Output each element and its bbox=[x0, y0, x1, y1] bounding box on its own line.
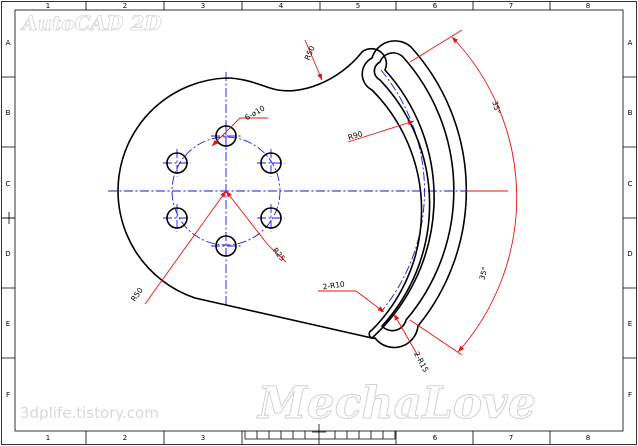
hole-bottom bbox=[215, 235, 237, 257]
row-label-left-a: A bbox=[6, 39, 11, 47]
hole-pattern-label: 6-⌀10 bbox=[243, 103, 266, 122]
hole-upper-left bbox=[166, 152, 188, 174]
col-label-top-4: 4 bbox=[279, 2, 284, 10]
row-label-right-e: E bbox=[628, 320, 632, 328]
r50-top-leader bbox=[304, 39, 323, 81]
angle-upper-label: 35° bbox=[490, 100, 502, 115]
row-label-left-b: B bbox=[6, 109, 11, 117]
col-label-top-8: 8 bbox=[586, 2, 590, 10]
row-label-left-e: E bbox=[6, 320, 10, 328]
watermark-autocad: AutoCAD 2D bbox=[20, 11, 162, 35]
r50-top-label: R50 bbox=[303, 44, 317, 61]
col-label-top-5: 5 bbox=[356, 2, 360, 10]
col-label-top-6: 6 bbox=[433, 2, 438, 10]
bolt-holes bbox=[166, 125, 282, 257]
r10-label: 2-R10 bbox=[322, 279, 345, 291]
col-label-bottom-8: 8 bbox=[586, 434, 590, 442]
row-label-left-f: F bbox=[6, 391, 10, 399]
col-label-bottom-1: 1 bbox=[46, 434, 50, 442]
r15-leader bbox=[393, 313, 419, 357]
col-label-bottom-3: 3 bbox=[201, 434, 205, 442]
r10-leader bbox=[318, 290, 385, 313]
col-label-top-7: 7 bbox=[509, 2, 513, 10]
r15-label: 2-R15 bbox=[412, 350, 430, 374]
col-label-bottom-6: 6 bbox=[433, 434, 438, 442]
center-mark-bottom bbox=[244, 424, 396, 445]
angle-lower-label: 35° bbox=[478, 266, 490, 281]
watermark-mechalove: MechaLove bbox=[256, 378, 536, 429]
r90-label: R90 bbox=[347, 129, 364, 142]
col-label-top-2: 2 bbox=[123, 2, 127, 10]
row-label-left-c: C bbox=[6, 180, 11, 188]
slot-inner-contour bbox=[373, 52, 455, 332]
hole-pattern-leader bbox=[211, 117, 268, 147]
slot-outer-contour bbox=[361, 40, 468, 349]
row-label-right-a: A bbox=[628, 39, 633, 47]
hole-upper-right bbox=[260, 152, 282, 174]
part-outline bbox=[117, 40, 468, 349]
col-label-top-3: 3 bbox=[201, 2, 205, 10]
row-label-right-b: B bbox=[628, 109, 633, 117]
angle-extension-lines bbox=[409, 29, 508, 356]
center-mark-left bbox=[3, 212, 15, 224]
hole-lower-right bbox=[260, 207, 282, 229]
row-label-left-d: D bbox=[5, 250, 10, 258]
r90-leader bbox=[347, 120, 415, 143]
col-label-bottom-7: 7 bbox=[509, 434, 513, 442]
r50-left-label: R50 bbox=[129, 286, 145, 303]
part-outer-contour bbox=[117, 47, 435, 339]
col-label-bottom-2: 2 bbox=[123, 434, 127, 442]
r25-leader bbox=[225, 190, 287, 263]
row-label-right-d: D bbox=[627, 250, 632, 258]
center-lines bbox=[108, 69, 502, 313]
hole-lower-left bbox=[166, 207, 188, 229]
r50-left-leader bbox=[144, 190, 227, 305]
dimensions: R50 R90 6-⌀10 R25 R50 35° 35° 2-R10 2-R1… bbox=[129, 29, 518, 374]
row-label-right-f: F bbox=[628, 391, 632, 399]
slot-arc-center-line bbox=[380, 69, 425, 313]
watermark-url: 3dplife.tistory.com bbox=[20, 404, 159, 422]
col-label-top-1: 1 bbox=[46, 2, 50, 10]
row-label-right-c: C bbox=[628, 180, 633, 188]
angle-dim-arc bbox=[451, 36, 518, 353]
hole-top bbox=[215, 125, 237, 147]
